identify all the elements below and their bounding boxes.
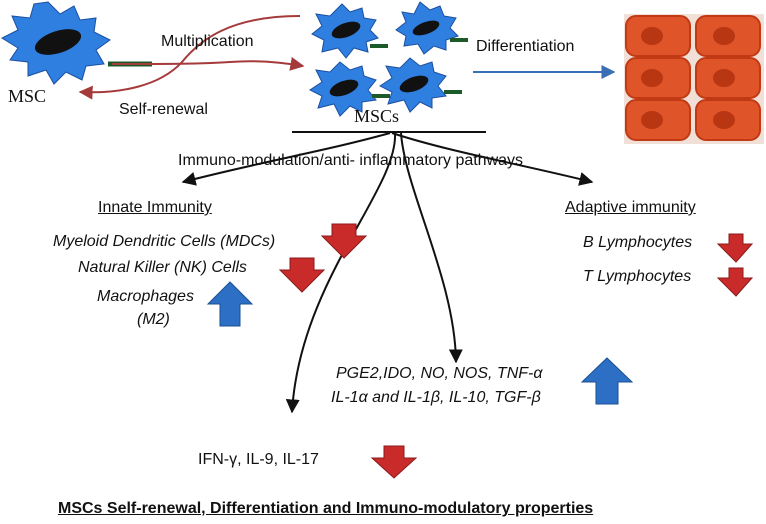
differentiation-label: Differentiation — [476, 38, 575, 55]
mediators-line-2: IL-1α and IL-1β, IL-10, TGF-β — [331, 389, 541, 406]
m2-label: (M2) — [137, 311, 170, 328]
daughter-msc-icon — [379, 57, 462, 113]
self-renewal-arrow — [78, 15, 301, 100]
cytokines-down-arrow-icon — [370, 445, 418, 479]
innate-branch-arrow — [181, 132, 391, 186]
self-renewal-label: Self-renewal — [119, 101, 208, 118]
msc-label: MSC — [8, 86, 47, 106]
multiplication-arrow — [111, 56, 305, 71]
daughter-msc-icon — [309, 61, 390, 117]
mediators-line-1: PGE2,IDO, NO, NOS, TNF-α — [336, 365, 543, 382]
pathways-label: Immuno-modulation/anti- inflammatory pat… — [178, 152, 524, 169]
mediator-branch-arrow — [400, 132, 463, 364]
innate-immunity-heading: Innate Immunity — [98, 199, 212, 216]
b-lymphocytes-label: B Lymphocytes — [583, 234, 693, 251]
macrophages-label: Macrophages — [97, 288, 194, 305]
adaptive-branch-arrow — [391, 132, 594, 186]
b-lymphocytes-down-arrow-icon — [716, 233, 754, 263]
multiplication-label: Multiplication — [161, 33, 254, 50]
nk-cells-label: Natural Killer (NK) Cells — [78, 259, 247, 276]
mdc-label: Myeloid Dendritic Cells (MDCs) — [53, 233, 276, 250]
t-lymphocytes-down-arrow-icon — [716, 267, 754, 297]
macrophages-up-arrow-icon — [206, 281, 254, 327]
mdc-down-arrow-icon — [320, 223, 368, 259]
cytokines-label: IFN-γ, IL-9, IL-17 — [198, 451, 319, 468]
differentiated-tissue-icon — [624, 14, 764, 144]
daughter-msc-icon — [311, 3, 388, 59]
daughter-msc-icon — [395, 1, 468, 55]
mediators-up-arrow-icon — [580, 357, 634, 405]
t-lymphocytes-label: T Lymphocytes — [583, 268, 692, 285]
nk-down-arrow-icon — [278, 257, 326, 293]
mscs-label: MSCs — [354, 106, 400, 126]
diagram-caption: MSCs Self-renewal, Differentiation and I… — [58, 500, 594, 517]
adaptive-immunity-heading: Adaptive immunity — [565, 199, 696, 216]
msc-cell-icon — [0, 1, 111, 85]
